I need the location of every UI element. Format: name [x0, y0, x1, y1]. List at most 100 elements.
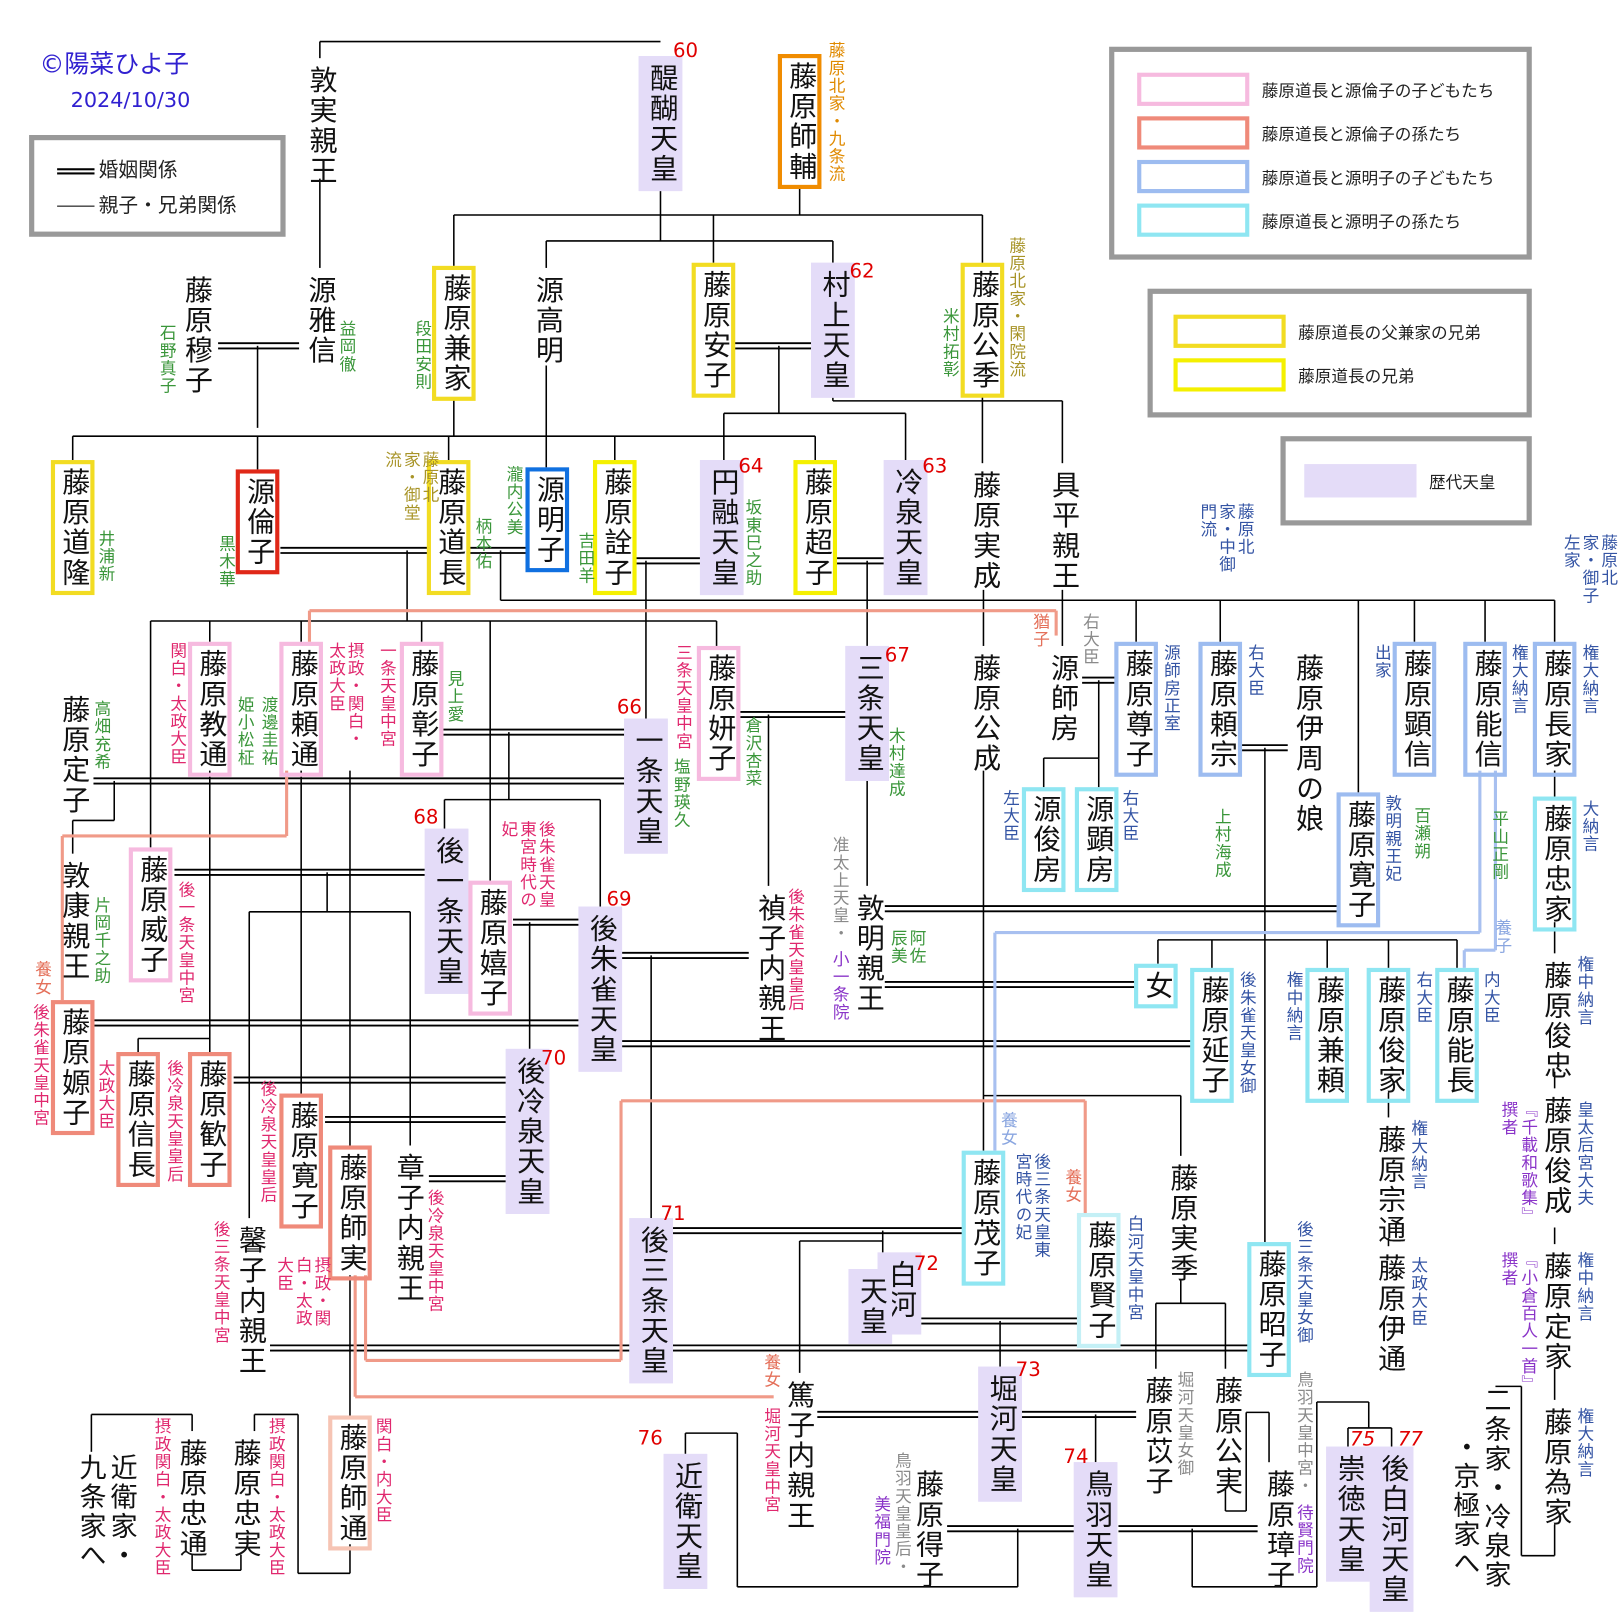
- marriage-line: [218, 342, 300, 350]
- title-label: 後朱雀天皇皇后: [785, 887, 805, 1012]
- person-enyu-emperor: 円融天皇: [699, 460, 744, 596]
- person-kaneyori: 藤原兼頼: [1305, 967, 1350, 1103]
- person-keishi-naishinno: 馨子内親王: [233, 1225, 266, 1377]
- marriage-line: [233, 1076, 508, 1084]
- person-anshi: 藤原安子: [691, 262, 736, 398]
- single-line-icon: [57, 205, 95, 207]
- legend-label: 藤原道長の父兼家の兄弟: [1298, 322, 1481, 343]
- person-koremichi: 藤原伊通: [1372, 1253, 1406, 1374]
- adoption-note: 猶子: [1030, 612, 1050, 649]
- person-yoshinaga: 藤原能長: [1435, 967, 1479, 1103]
- emperor-number: 77: [1397, 1427, 1423, 1451]
- legend-emperor-box: 歴代天皇: [1280, 436, 1532, 526]
- work-label: 『千載和歌集』: [1518, 1100, 1539, 1225]
- marriage-line: [513, 918, 581, 926]
- role-label: 撰者: [1498, 1100, 1519, 1137]
- legend-item: 藤原道長と源明子の孫たち: [1137, 203, 1461, 237]
- marriage-line: [739, 710, 848, 719]
- marriage-line: [443, 728, 627, 736]
- person-shoshi-naishinno: 章子内親王: [391, 1152, 424, 1304]
- legend-parent-sibling: 親子・兄弟関係: [57, 190, 237, 218]
- actor-label: 益岡徹: [336, 319, 357, 373]
- person-tadaie: 藤原忠家: [1532, 796, 1577, 932]
- person-toshinari: 藤原俊成: [1539, 1095, 1572, 1217]
- title-label: 後冷泉天皇皇后: [164, 1059, 184, 1183]
- title-label: 右大臣: [1080, 612, 1100, 666]
- legend-descendants-box: 藤原道長と源倫子の子どもたち 藤原道長と源倫子の孫たち 藤原道長と源明子の子ども…: [1109, 46, 1532, 260]
- person-munemichi: 藤原宗通: [1372, 1124, 1406, 1246]
- person-norimichi: 藤原教通: [187, 641, 232, 777]
- person-kinsue: 藤原公季: [960, 262, 1005, 398]
- actor-label: 坂東巳之助: [742, 498, 763, 587]
- emperor-number: 75: [1350, 1427, 1376, 1451]
- adoption-note: 養女: [997, 1111, 1018, 1147]
- legend-swatch: [1304, 464, 1417, 498]
- legend-swatch: [1173, 358, 1286, 392]
- actor-label: 平山正剛: [1489, 810, 1509, 881]
- emperor-number: 68: [413, 805, 439, 829]
- person-masanobu: 源雅信: [303, 275, 336, 366]
- actor-label: 木村達成: [885, 726, 906, 798]
- emperor-number: 64: [738, 454, 764, 478]
- person-nariko: 藤原得子: [910, 1469, 943, 1590]
- title-label: 後三条天皇女御: [1293, 1220, 1314, 1344]
- title-label: 権中納言: [1574, 1251, 1595, 1323]
- person-moshi: 藤原茂子: [961, 1150, 1006, 1286]
- person-kaneie: 藤原兼家: [432, 265, 476, 401]
- person-horikawa-emperor: 堀河天皇: [978, 1366, 1022, 1502]
- title-label: 権大納言: [1508, 643, 1529, 715]
- adoption-note: 養女: [1062, 1168, 1083, 1204]
- person-akifusa: 源顕房: [1074, 787, 1119, 893]
- marriage-line: [622, 951, 749, 959]
- title-label: 一条天皇中宮: [376, 641, 397, 748]
- actor-label: 百瀬朔: [1411, 806, 1432, 860]
- marriage-line: [1118, 1525, 1258, 1533]
- title-label: 後冷泉天皇中宮: [424, 1189, 445, 1313]
- title-label: 准太上天皇・: [829, 835, 850, 942]
- person-onna: 女: [1134, 963, 1178, 1009]
- actor-label: 米村拓彰: [939, 307, 960, 379]
- emperor-number: 70: [541, 1046, 567, 1070]
- person-teishi: 藤原定子: [57, 694, 90, 816]
- marriage-line: [428, 1175, 508, 1183]
- person-tadazane: 藤原忠実: [228, 1438, 261, 1559]
- person-kanshi-norimichi-daughter: 藤原歓子: [187, 1052, 232, 1188]
- person-shirakawa-emperor-b: 天皇: [848, 1269, 893, 1344]
- person-moromichi: 藤原師通: [328, 1415, 372, 1551]
- title-label: 白河天皇中宮: [1124, 1215, 1145, 1321]
- person-tomohira: 具平親王: [1046, 470, 1080, 591]
- legend-parent-sibling-label: 親子・兄弟関係: [98, 194, 237, 218]
- title-label: 敦明親王妃: [1382, 794, 1402, 883]
- person-kishi: 藤原嬉子: [468, 880, 512, 1016]
- person-daigo-emperor: 醍醐天皇: [638, 56, 683, 192]
- role-label: 撰者: [1498, 1251, 1519, 1287]
- person-tokushi-naishinno: 篤子内親王: [781, 1380, 815, 1531]
- descendants-label: 二条家・冷泉家: [1479, 1386, 1512, 1590]
- marriage-line: [469, 546, 528, 554]
- legend-swatch: [1137, 159, 1250, 194]
- title-label: 後朱雀天皇中宮: [30, 1003, 50, 1127]
- person-michinaga: 藤原道長: [426, 460, 471, 596]
- legend-swatch: [1173, 314, 1286, 348]
- person-toshifusa: 源俊房: [1021, 787, 1066, 893]
- legend-item: 藤原道長の父兼家の兄弟: [1173, 314, 1481, 348]
- person-yoshinobu: 藤原能信: [1463, 641, 1507, 777]
- actor-child-label: 姫小松柾: [234, 695, 255, 767]
- emperor-number: 76: [637, 1426, 663, 1450]
- legend-label: 藤原道長と源倫子の孫たち: [1261, 124, 1462, 145]
- person-akinobu: 藤原顕信: [1392, 641, 1437, 777]
- person-kanshi-yorimichi-daughter: 藤原寛子: [279, 1093, 323, 1229]
- legend-item: 藤原道長と源倫子の子どもたち: [1137, 72, 1494, 106]
- person-morozane: 藤原師実: [328, 1145, 372, 1281]
- actor-label: 渡邊圭祐: [258, 695, 279, 767]
- adoption-note: 養子: [1492, 919, 1513, 955]
- person-kenshi-shirakawa-consort: 藤原賢子: [1076, 1212, 1121, 1348]
- legend-item: 歴代天皇: [1304, 464, 1496, 498]
- emperor-number: 74: [1063, 1445, 1089, 1469]
- title-label: 大納言: [1579, 799, 1600, 853]
- legend-label: 歴代天皇: [1428, 472, 1496, 493]
- marriage-line: [884, 905, 1339, 913]
- title-label: 右大臣: [1413, 970, 1434, 1024]
- title-label: 鳥羽天皇中宮・: [1293, 1370, 1314, 1495]
